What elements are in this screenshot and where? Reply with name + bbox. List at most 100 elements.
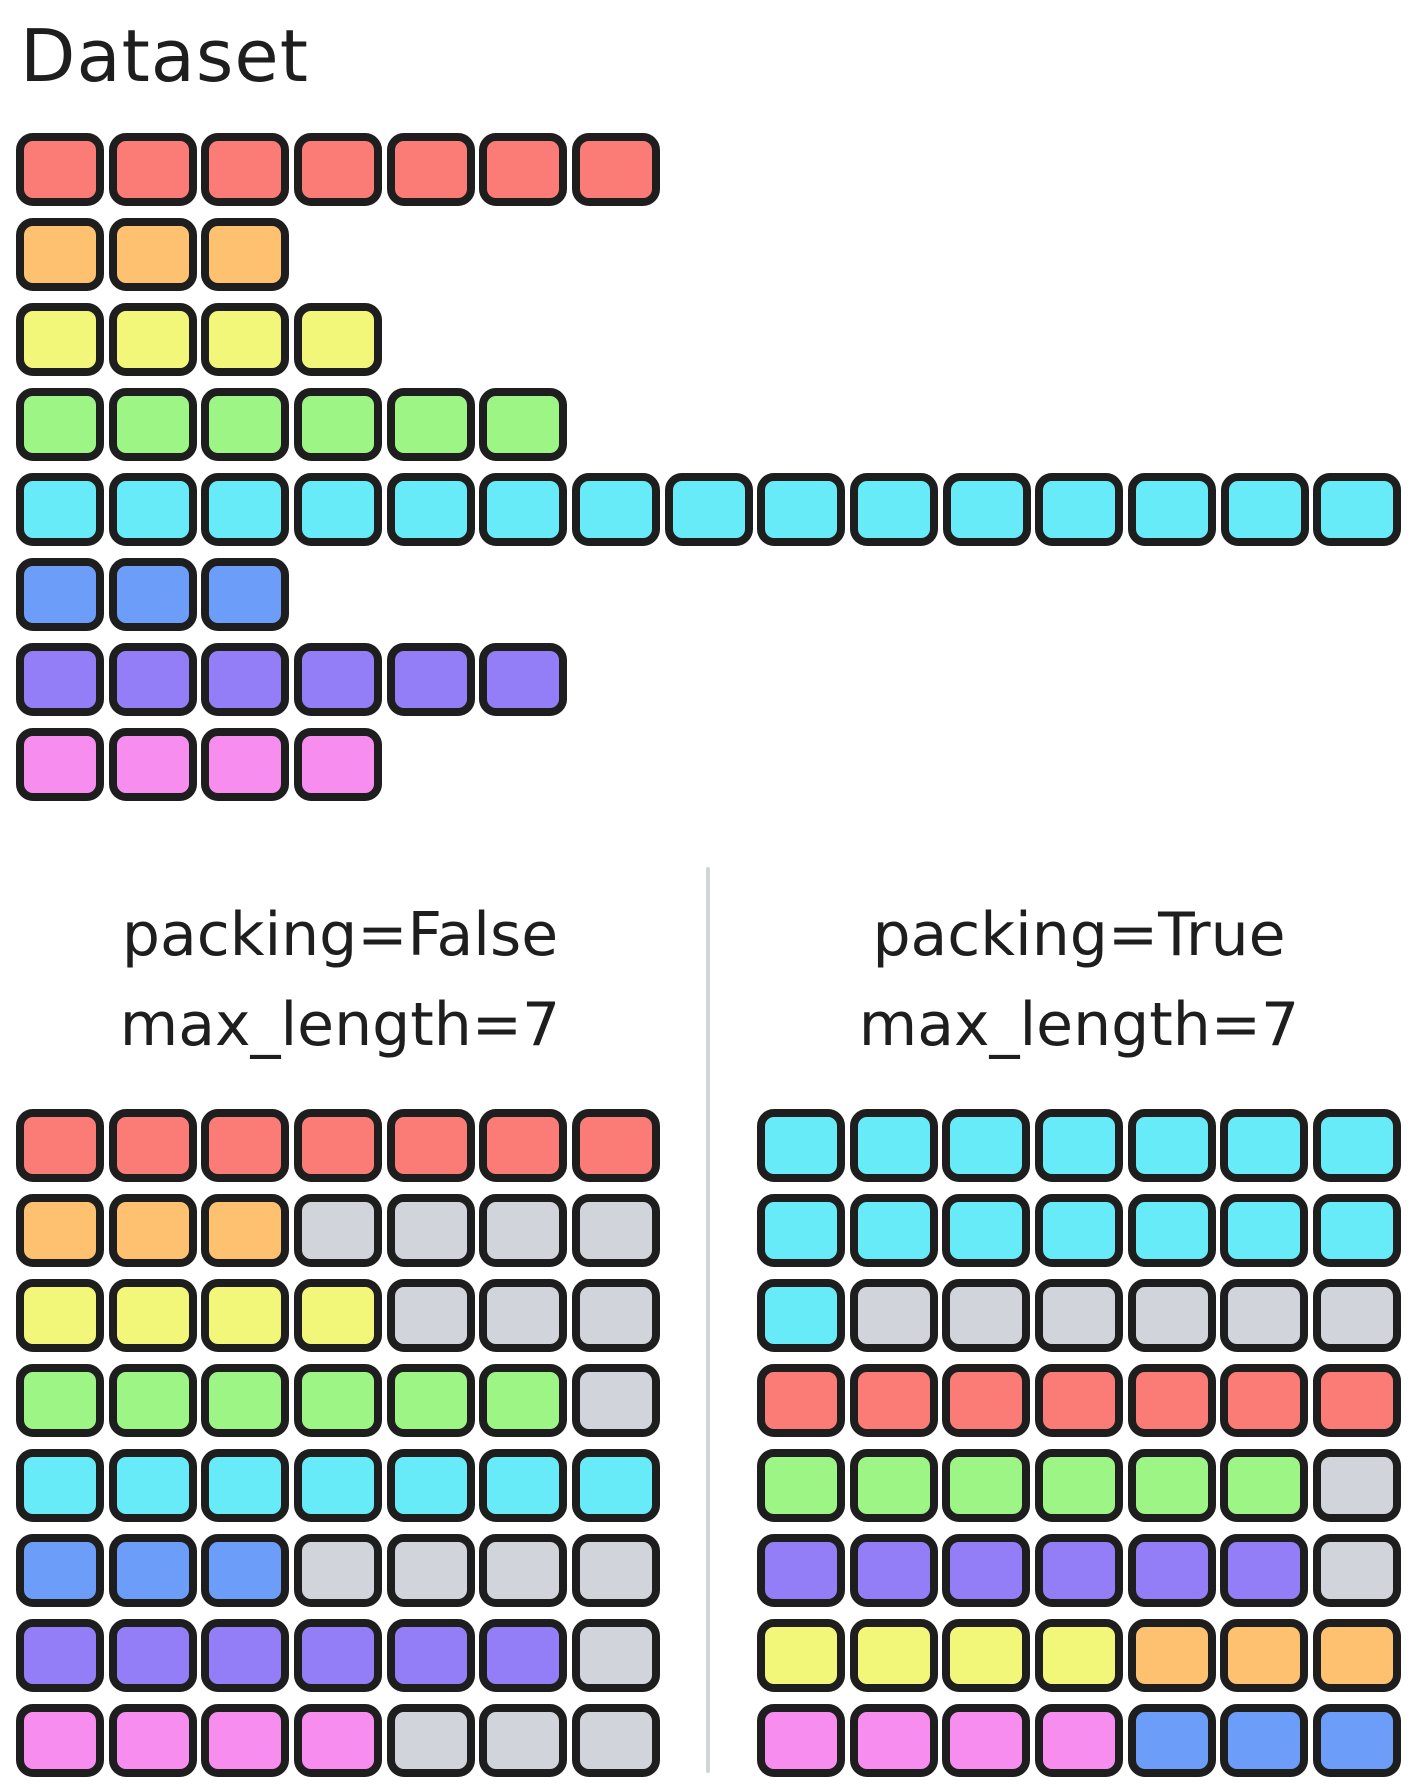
token-cell-yellow [16, 303, 104, 376]
token-cell-red [571, 133, 660, 206]
max-length-label: max_length=7 [858, 990, 1300, 1060]
token-cell-cyan [942, 1194, 1031, 1267]
padding-cell [1312, 1449, 1401, 1522]
dataset-sequence-cyan [16, 473, 1402, 546]
token-cell-cyan [1127, 473, 1216, 546]
token-cell-purple [1220, 1534, 1309, 1607]
token-cell-purple [108, 1619, 197, 1692]
padding-cell [1220, 1279, 1309, 1352]
token-cell-cyan [386, 473, 475, 546]
token-cell-purple [201, 1619, 290, 1692]
token-cell-blue [16, 1534, 104, 1607]
token-cell-cyan [293, 473, 382, 546]
batch-row [16, 1704, 660, 1777]
token-cell-green [1034, 1449, 1123, 1522]
token-cell-blue [108, 1534, 197, 1607]
batch-row [757, 1109, 1401, 1182]
packing-true-heading: packing=True max_length=7 [749, 890, 1409, 1070]
token-cell-cyan [849, 473, 938, 546]
token-cell-yellow [942, 1619, 1031, 1692]
token-cell-orange [1312, 1619, 1401, 1692]
token-cell-orange [201, 1194, 290, 1267]
token-cell-cyan [757, 1194, 845, 1267]
token-cell-purple [201, 643, 290, 716]
packing-false-heading: packing=False max_length=7 [10, 890, 670, 1070]
padding-cell [942, 1279, 1031, 1352]
token-cell-purple [1034, 1534, 1123, 1607]
batch-row [757, 1364, 1401, 1437]
padding-cell [849, 1279, 938, 1352]
token-cell-green [201, 388, 290, 461]
token-cell-cyan [1034, 1194, 1123, 1267]
token-cell-green [757, 1449, 845, 1522]
padding-cell [571, 1704, 660, 1777]
token-cell-cyan [201, 1449, 290, 1522]
token-cell-green [16, 1364, 104, 1437]
token-cell-orange [16, 218, 104, 291]
padding-cell [479, 1194, 568, 1267]
token-cell-green [108, 388, 197, 461]
token-cell-green [942, 1449, 1031, 1522]
padding-cell [1312, 1534, 1401, 1607]
padding-cell [571, 1364, 660, 1437]
token-cell-cyan [1313, 473, 1402, 546]
padding-cell [386, 1194, 475, 1267]
token-cell-orange [1127, 1619, 1216, 1692]
token-cell-cyan [1220, 1109, 1309, 1182]
token-cell-green [201, 1364, 290, 1437]
token-cell-red [201, 133, 290, 206]
token-cell-pink [16, 1704, 104, 1777]
token-cell-cyan [942, 473, 1031, 546]
token-cell-orange [108, 1194, 197, 1267]
token-cell-purple [479, 1619, 568, 1692]
token-cell-pink [16, 728, 104, 801]
token-cell-red [479, 1109, 568, 1182]
token-cell-blue [201, 558, 290, 631]
token-cell-cyan [849, 1194, 938, 1267]
token-cell-yellow [293, 1279, 382, 1352]
padding-cell [571, 1534, 660, 1607]
token-cell-cyan [1034, 1109, 1123, 1182]
token-cell-purple [386, 643, 475, 716]
token-cell-purple [757, 1534, 845, 1607]
token-cell-green [1127, 1449, 1216, 1522]
token-cell-red [293, 1109, 382, 1182]
token-cell-green [479, 388, 568, 461]
padding-cell [479, 1534, 568, 1607]
token-cell-cyan [571, 473, 660, 546]
token-cell-red [386, 1109, 475, 1182]
token-cell-purple [1127, 1534, 1216, 1607]
token-cell-cyan [16, 1449, 104, 1522]
padding-cell [571, 1619, 660, 1692]
token-cell-red [757, 1364, 845, 1437]
token-cell-yellow [16, 1279, 104, 1352]
token-cell-blue [16, 558, 104, 631]
padding-cell [386, 1279, 475, 1352]
dataset-sequence-orange [16, 218, 290, 291]
token-cell-pink [108, 728, 197, 801]
dataset-sequence-purple [16, 643, 568, 716]
token-cell-red [1220, 1364, 1309, 1437]
batch-row [16, 1279, 660, 1352]
token-cell-cyan [664, 473, 753, 546]
dataset-sequence-green [16, 388, 568, 461]
batch-row [757, 1449, 1401, 1522]
token-cell-blue [1220, 1704, 1309, 1777]
dataset-sequence-pink [16, 728, 382, 801]
token-cell-green [293, 388, 382, 461]
token-cell-green [293, 1364, 382, 1437]
token-cell-cyan [757, 473, 846, 546]
token-cell-yellow [757, 1619, 845, 1692]
padding-cell [293, 1534, 382, 1607]
token-cell-orange [201, 218, 290, 291]
token-cell-yellow [108, 303, 197, 376]
token-cell-cyan [1127, 1109, 1216, 1182]
token-cell-purple [479, 643, 568, 716]
token-cell-purple [942, 1534, 1031, 1607]
token-cell-pink [942, 1704, 1031, 1777]
batch-row [757, 1279, 1401, 1352]
token-cell-cyan [1035, 473, 1124, 546]
token-cell-pink [1034, 1704, 1123, 1777]
token-cell-cyan [479, 473, 568, 546]
token-cell-cyan [571, 1449, 660, 1522]
